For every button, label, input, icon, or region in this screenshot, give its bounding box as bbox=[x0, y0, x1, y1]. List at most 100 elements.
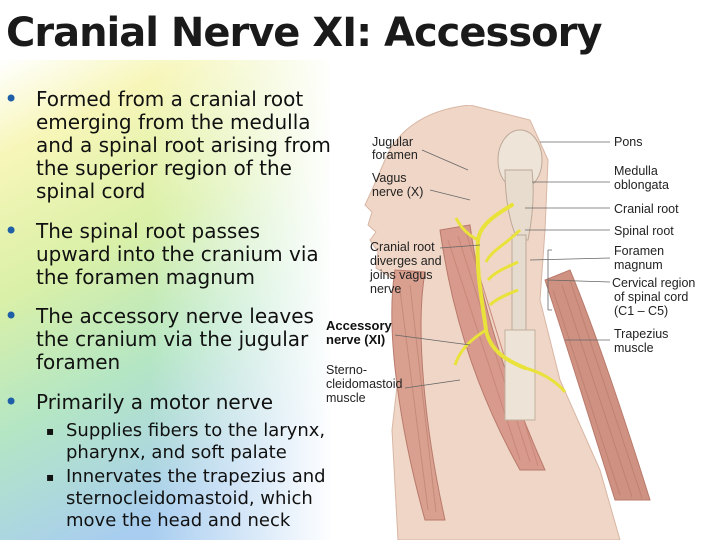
leader-line bbox=[394, 334, 471, 346]
leader-line bbox=[404, 379, 461, 389]
leader-line bbox=[439, 244, 481, 249]
label-accessory-nerve-2: nerve (XI) bbox=[326, 332, 385, 347]
figure-label: Accessory bbox=[326, 318, 393, 333]
figure-label: foramen bbox=[372, 148, 418, 162]
label-cervical-1: Cervical region bbox=[612, 276, 695, 290]
anatomy-shape bbox=[454, 217, 479, 242]
figure-label: Medulla bbox=[614, 164, 658, 178]
bullet-2-line: the foramen magnum bbox=[36, 265, 256, 289]
bullet-4-line: Primarily a motor nerve bbox=[36, 390, 274, 414]
label-cranial-root-left-1: Cranial root bbox=[370, 240, 435, 254]
subbullet-2-line: move the head and neck bbox=[66, 510, 291, 531]
figure-label: Pons bbox=[614, 135, 643, 149]
slide-title: Cranial Nerve XI: Accessory bbox=[6, 10, 602, 56]
anatomy-shape bbox=[524, 366, 567, 393]
label-spinal-root: Spinal root bbox=[614, 224, 674, 238]
bullet-1-line: and a spinal root arising from bbox=[36, 133, 331, 157]
leader-line bbox=[421, 149, 469, 171]
anatomy-shape bbox=[399, 284, 437, 513]
label-foramen-magnum-2: magnum bbox=[614, 258, 663, 272]
accessory-nerve-illustration: Jugular foramen Vagus nerve (X) Cranial … bbox=[300, 104, 720, 541]
bullet-2: • The spinal root passes upward into the… bbox=[4, 219, 319, 289]
label-cranial-root-left-4: nerve bbox=[370, 282, 401, 296]
figure-label: Cranial root bbox=[370, 240, 435, 254]
label-sterno-1: Sterno- bbox=[326, 363, 367, 377]
label-cranial-root-right: Cranial root bbox=[614, 202, 679, 216]
figure-label: diverges and bbox=[370, 254, 442, 268]
label-sterno-2: cleidomastoid bbox=[326, 377, 402, 391]
bullet-1-line: emerging from the medulla bbox=[36, 110, 311, 134]
label-medulla-1: Medulla bbox=[614, 164, 658, 178]
subbullet-2: ▪ Innervates the trapezius and sternocle… bbox=[46, 466, 326, 532]
anatomy-shape bbox=[453, 328, 487, 366]
bullet-dot-icon: • bbox=[4, 388, 19, 416]
bullet-1: • Formed from a cranial root emerging fr… bbox=[4, 87, 331, 203]
anatomy-shape bbox=[552, 279, 643, 499]
bullet-3-line: the cranium via the jugular bbox=[36, 327, 309, 351]
figure-label: Vagus bbox=[372, 171, 407, 185]
subbullet-1: ▪ Supplies fibers to the larynx, pharynx… bbox=[46, 420, 326, 464]
label-cranial-root-left-3: joins vagus bbox=[369, 268, 433, 282]
label-jugular-foramen-1: Jugular bbox=[372, 135, 413, 149]
anatomy-shape bbox=[511, 234, 527, 331]
label-vagus-nerve-1: Vagus bbox=[372, 171, 407, 185]
bullet-dot-icon: • bbox=[4, 85, 19, 113]
anatomy-shape bbox=[504, 329, 536, 421]
subbullet-2-line: Innervates the trapezius and bbox=[66, 466, 326, 487]
subbullet-2-line: sternocleidomastoid, which bbox=[66, 488, 313, 509]
figure-label: nerve (X) bbox=[372, 185, 423, 199]
figure-label: nerve (XI) bbox=[326, 332, 385, 347]
label-cervical-3: (C1 – C5) bbox=[614, 304, 668, 318]
figure-label: Foramen bbox=[614, 244, 664, 258]
figure-label: Jugular bbox=[372, 135, 413, 149]
bullet-2-line: upward into the cranium via bbox=[36, 242, 319, 266]
figure-label: nerve bbox=[370, 282, 401, 296]
label-accessory-nerve-1: Accessory bbox=[326, 318, 393, 333]
label-trapezius-1: Trapezius bbox=[614, 327, 668, 341]
anatomy-shape bbox=[504, 169, 534, 241]
label-medulla-2: oblongata bbox=[614, 178, 669, 192]
leader-line bbox=[429, 189, 471, 201]
figure-label: cleidomastoid bbox=[326, 377, 402, 391]
figure-label: Cranial root bbox=[614, 202, 679, 216]
anatomy-shape bbox=[486, 260, 519, 282]
figure-label: joins vagus bbox=[369, 268, 433, 282]
leader-line bbox=[529, 257, 611, 261]
bullet-1-line: spinal cord bbox=[36, 179, 146, 203]
accessory-nerve-path bbox=[475, 203, 527, 370]
bullet-2-line: The spinal root passes bbox=[36, 219, 261, 243]
figure-label: muscle bbox=[326, 391, 366, 405]
figure-label: of spinal cord bbox=[614, 290, 688, 304]
label-foramen-magnum-1: Foramen bbox=[614, 244, 664, 258]
bullet-3: • The accessory nerve leaves the cranium… bbox=[4, 304, 314, 374]
label-pons: Pons bbox=[614, 135, 643, 149]
bullet-4: • Primarily a motor nerve bbox=[4, 390, 274, 414]
label-trapezius-2: muscle bbox=[614, 341, 654, 355]
bullet-1-line: the superior region of the bbox=[36, 156, 292, 180]
anatomy-shape bbox=[547, 249, 611, 311]
label-jugular-foramen-2: foramen bbox=[372, 148, 418, 162]
subbullet-1-line: pharynx, and soft palate bbox=[66, 442, 287, 463]
anatomy-shape bbox=[488, 288, 519, 307]
figure-label: Trapezius bbox=[614, 327, 668, 341]
bullet-dot-icon: • bbox=[4, 302, 19, 330]
bullet-3-line: The accessory nerve leaves bbox=[36, 304, 314, 328]
figure-label: Spinal root bbox=[614, 224, 674, 238]
square-bullet-icon: ▪ bbox=[46, 424, 55, 438]
bullet-1-line: Formed from a cranial root bbox=[36, 87, 304, 111]
label-vagus-nerve-2: nerve (X) bbox=[372, 185, 423, 199]
label-cranial-root-left-2: diverges and bbox=[370, 254, 442, 268]
figure-label: Cervical region bbox=[612, 276, 695, 290]
figure-label: Sterno- bbox=[326, 363, 367, 377]
bullet-dot-icon: • bbox=[4, 217, 19, 245]
figure-label: magnum bbox=[614, 258, 663, 272]
figure-label: oblongata bbox=[614, 178, 669, 192]
label-cervical-2: of spinal cord bbox=[614, 290, 688, 304]
anatomy-shape bbox=[484, 228, 522, 263]
figure-label: (C1 – C5) bbox=[614, 304, 668, 318]
figure-label: muscle bbox=[614, 341, 654, 355]
subbullet-1-line: Supplies fibers to the larynx, bbox=[66, 420, 326, 441]
label-sterno-3: muscle bbox=[326, 391, 366, 405]
bullet-3-line: foramen bbox=[36, 350, 121, 374]
